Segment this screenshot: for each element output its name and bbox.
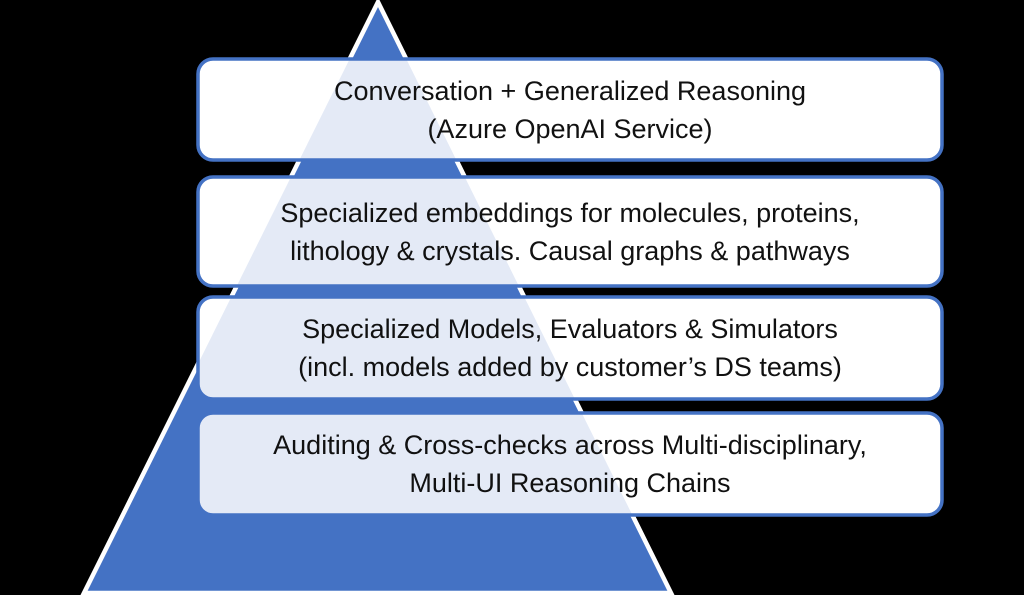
level-2-line-2: lithology & crystals. Causal graphs & pa… bbox=[290, 236, 850, 266]
level-1-box bbox=[196, 57, 944, 162]
level-3-line-2: (incl. models added by customer’s DS tea… bbox=[298, 352, 842, 382]
level-2-line-1: Specialized embeddings for molecules, pr… bbox=[280, 198, 859, 228]
level-4-box bbox=[196, 411, 944, 517]
level-3-line-1: Specialized Models, Evaluators & Simulat… bbox=[302, 314, 838, 344]
level-3-box bbox=[196, 295, 944, 401]
level-4-line-2: Multi-UI Reasoning Chains bbox=[409, 468, 730, 498]
level-1-line-1: Conversation + Generalized Reasoning bbox=[334, 76, 806, 106]
level-2-box bbox=[196, 175, 944, 288]
level-4-line-1: Auditing & Cross-checks across Multi-dis… bbox=[273, 430, 867, 460]
level-1-line-2: (Azure OpenAI Service) bbox=[427, 114, 712, 144]
